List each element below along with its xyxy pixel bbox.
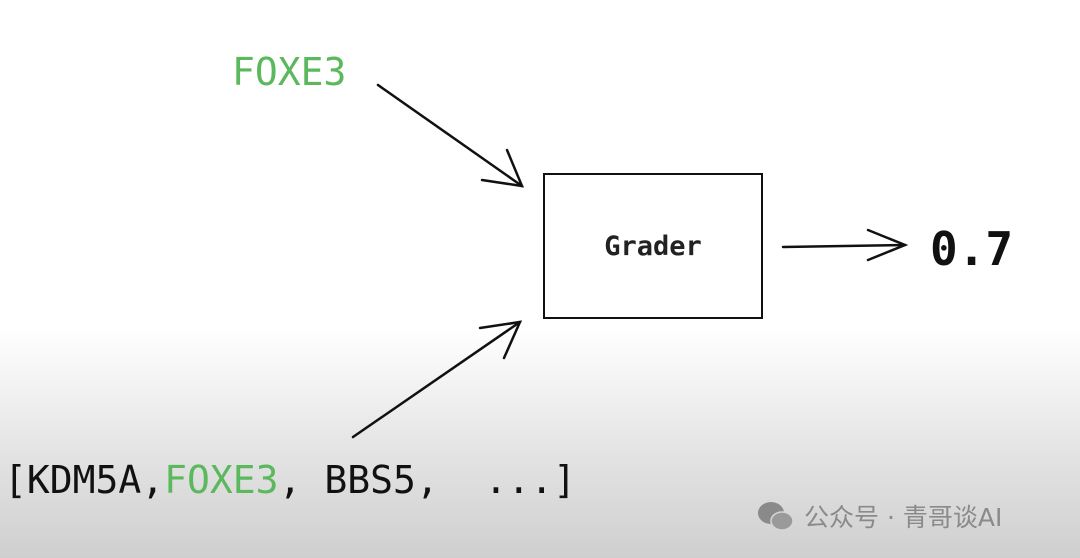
score-value: 0.7 [930,222,1014,276]
arrow-grader-to-score [781,228,909,262]
list-item: KDM5A [26,458,142,502]
arrow-input-to-grader [376,83,525,188]
watermark-text: 公众号 · 青哥谈AI [804,503,1003,532]
watermark: 公众号 · 青哥谈AI [756,498,1002,534]
gene-list: [KDM5A,FOXE3, BBS5, ...] [4,458,576,502]
list-separator: , [141,458,165,502]
grader-box: Grader [543,173,763,319]
list-item: , BBS5, ... [278,458,554,502]
wechat-icon [758,502,794,531]
grader-label: Grader [604,230,702,262]
arrow-list-to-grader [351,320,523,439]
list-close-bracket: ] [553,458,576,502]
input-gene-label: FOXE3 [232,50,347,94]
list-item-highlight: FOXE3 [164,458,279,502]
list-open-bracket: [ [4,458,27,502]
